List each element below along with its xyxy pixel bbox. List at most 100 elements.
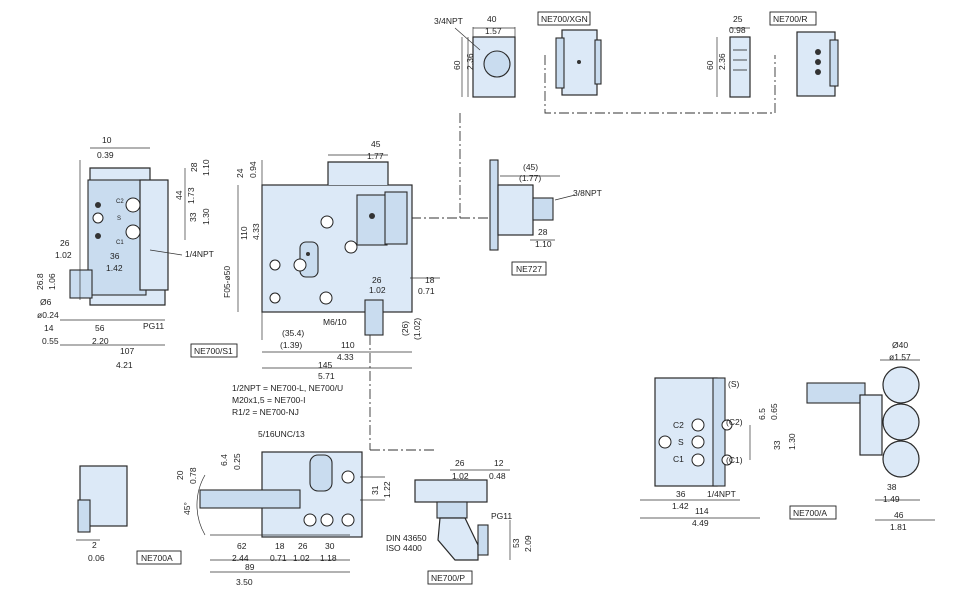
dim-0-98: 0.98 <box>729 25 746 35</box>
dim-38: 38 <box>887 482 897 492</box>
port-c1-bracket: (C1) <box>726 455 743 465</box>
dim-0-71b: 0.71 <box>270 553 287 563</box>
dim-6-5: 6.5 <box>757 408 767 420</box>
callout-iso: ISO 4400 <box>386 543 422 553</box>
dim-36b: 36 <box>676 489 686 499</box>
port-s-small: S <box>117 216 121 222</box>
view-ne700a-side <box>76 465 182 565</box>
callout-1-4npt-left: 1/4NPT <box>185 249 214 259</box>
view-main-front <box>237 154 440 369</box>
dim-1-77: 1.77 <box>367 151 384 161</box>
callout-3-8npt: 3/8NPT <box>573 188 602 198</box>
callout-unc: 5/16UNC/13 <box>258 429 305 439</box>
port-c1: C1 <box>673 454 684 464</box>
dim-1-39: (1.39) <box>280 340 302 350</box>
dim-26p: (26) <box>400 321 410 336</box>
dim-62: 62 <box>237 541 247 551</box>
dim-6-4: 6.4 <box>219 454 229 466</box>
label-box-ne700-a <box>789 505 837 520</box>
dim-31: 31 <box>370 485 380 495</box>
dim-phi6: Ø6 <box>40 297 52 307</box>
dim-26: 26 <box>60 238 70 248</box>
dim-110: 110 <box>239 226 249 240</box>
dim-26b: 26 <box>372 275 382 285</box>
port-c1-small: C1 <box>116 240 124 246</box>
dim-5-71: 5.71 <box>318 371 335 381</box>
view-ne700-xgn-side <box>454 27 516 98</box>
dim-45p: (45) <box>523 162 538 172</box>
dim-24: 24 <box>235 168 245 178</box>
dim-1-77p: (1.77) <box>519 173 541 183</box>
dim-1-42a: 1.42 <box>106 263 123 273</box>
callout-pg11-right: PG11 <box>491 511 512 521</box>
dim-60b: 60 <box>705 60 715 70</box>
dim-56: 56 <box>95 323 105 333</box>
dim-1-02c: 1.02 <box>293 553 310 563</box>
dim-26d: 26 <box>455 458 465 468</box>
dim-1-30b: 1.30 <box>787 433 797 450</box>
dim-44: 44 <box>174 190 184 200</box>
callout-f05: F05-ø50 <box>222 266 232 298</box>
label-box-ne700-s1 <box>190 343 238 358</box>
callout-din: DIN 43650 <box>386 533 427 543</box>
dim-4-33b: 4.33 <box>337 352 354 362</box>
dim-145: 145 <box>318 360 332 370</box>
dim-2-36b: 2.36 <box>717 53 727 70</box>
note-r12: R1/2 = NE700-NJ <box>232 407 299 417</box>
view-left-side <box>60 147 186 346</box>
dim-1-18: 1.18 <box>320 553 337 563</box>
dim-35-4: (35.4) <box>282 328 304 338</box>
dim-1-02b: 1.02 <box>369 285 386 295</box>
dim-0-78: 0.78 <box>188 467 198 484</box>
dim-12: 12 <box>494 458 504 468</box>
view-ne700-xgn-front <box>537 11 602 96</box>
dim-2-09: 2.09 <box>523 535 533 552</box>
dim-36: 36 <box>110 251 120 261</box>
dim-phi40: Ø40 <box>892 340 908 350</box>
note-npt: 1/2NPT = NE700-L, NE700/U <box>232 383 343 393</box>
dim-45: 45 <box>371 139 381 149</box>
dim-18b: 18 <box>275 541 285 551</box>
dim-1-06: 1.06 <box>47 273 57 290</box>
port-c2-bracket: (C2) <box>726 417 743 427</box>
dim-1-10a: 1.10 <box>201 159 211 176</box>
dim-1-30a: 1.30 <box>201 208 211 225</box>
dim-0-71a: 0.71 <box>418 286 435 296</box>
dim-0-65: 0.65 <box>769 403 779 420</box>
view-ne700-p <box>414 469 511 585</box>
dim-0-25: 0.25 <box>232 453 242 470</box>
dim-1-73: 1.73 <box>186 187 196 204</box>
dim-18: 18 <box>425 275 435 285</box>
port-s-bracket: (S) <box>728 379 740 389</box>
label-ne700-xgn: NE700/XGN <box>541 14 588 24</box>
dim-4-49: 4.49 <box>692 518 709 528</box>
dim-89: 89 <box>245 562 255 572</box>
dim-1-02p: (1.02) <box>412 318 422 340</box>
dim-110b: 110 <box>341 340 355 350</box>
dim-4-21: 4.21 <box>116 360 133 370</box>
dim-1-02a: 1.02 <box>55 250 72 260</box>
dim-26c: 26 <box>298 541 308 551</box>
label-ne700-a: NE700/A <box>793 508 827 518</box>
callout-3-4npt: 3/4NPT <box>434 16 463 26</box>
dim-28b: 28 <box>538 227 548 237</box>
label-ne700p: NE700/P <box>431 573 465 583</box>
dim-30: 30 <box>325 541 335 551</box>
port-c2-small: C2 <box>116 199 124 205</box>
label-ne700-r: NE700/R <box>773 14 808 24</box>
dim-0-55: 0.55 <box>42 336 59 346</box>
dim-1-10c: 1.10 <box>535 239 552 249</box>
view-bottom-center <box>196 451 385 573</box>
dim-26-8: 26.8 <box>35 273 45 290</box>
dim-14: 14 <box>44 323 54 333</box>
dim-33b: 33 <box>772 440 782 450</box>
callout-m6-10: M6/10 <box>323 317 347 327</box>
dim-2-44: 2.44 <box>232 553 249 563</box>
view-ne700-a-side <box>806 359 935 521</box>
dim-phi1-57: ø1.57 <box>889 352 911 362</box>
view-ne700-a-front <box>640 377 760 519</box>
dim-2: 2 <box>92 540 97 550</box>
dim-1-42b: 1.42 <box>672 501 689 511</box>
port-c2: C2 <box>673 420 684 430</box>
dim-20: 20 <box>175 470 185 480</box>
